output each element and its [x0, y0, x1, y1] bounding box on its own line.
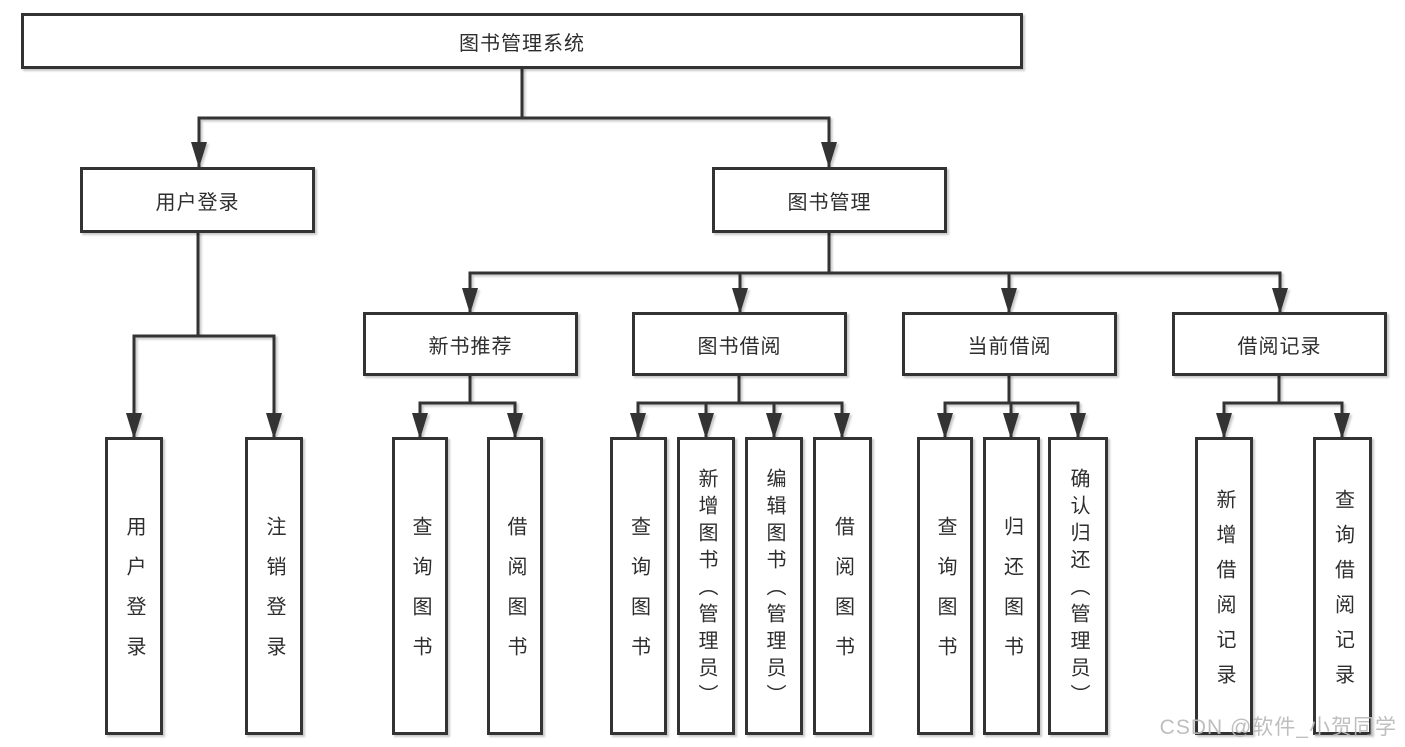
node-confirm-return-admin-label: 确认归还（管理员）	[1067, 468, 1089, 711]
arrowheads	[126, 142, 1350, 439]
node-new-book-recommend-label: 新书推荐	[428, 335, 513, 358]
node-current-borrowing-label: 当前借阅	[967, 335, 1052, 358]
node-current-borrowing: 当前借阅	[902, 312, 1117, 376]
node-query-books-recommend-label: 查询图书	[409, 516, 431, 676]
node-book-management-label: 图书管理	[787, 191, 872, 214]
node-edit-books-admin: 编辑图书（管理员）	[745, 437, 803, 735]
node-query-books-borrow-label: 查询图书	[627, 516, 650, 676]
watermark: CSDN @软件_小贺同学	[1159, 716, 1397, 739]
node-query-books-current: 查询图书	[917, 437, 973, 735]
node-add-borrow-record: 新增借阅记录	[1195, 437, 1253, 735]
node-query-books-current-label: 查询图书	[934, 516, 956, 676]
node-logout-label: 注销登录	[263, 516, 285, 676]
node-borrow-books-label: 借阅图书	[831, 516, 854, 676]
node-confirm-return-admin: 确认归还（管理员）	[1048, 437, 1108, 735]
node-add-books-admin-label: 新增图书（管理员）	[695, 468, 717, 711]
node-borrow-books-recommend-label: 借阅图书	[504, 516, 526, 676]
node-new-book-recommend: 新书推荐	[363, 312, 578, 376]
node-user-login: 用户登录	[80, 167, 315, 233]
node-borrowing-records: 借阅记录	[1172, 312, 1387, 376]
node-query-books-recommend: 查询图书	[392, 437, 448, 735]
node-logout: 注销登录	[245, 437, 303, 735]
node-add-books-admin: 新增图书（管理员）	[677, 437, 735, 735]
node-borrow-books: 借阅图书	[813, 437, 872, 735]
node-add-borrow-record-label: 新增借阅记录	[1213, 488, 1235, 699]
node-book-borrowing-label: 图书借阅	[697, 335, 782, 358]
node-book-management: 图书管理	[712, 167, 947, 233]
node-borrow-books-recommend: 借阅图书	[487, 437, 543, 735]
node-borrowing-records-label: 借阅记录	[1237, 335, 1322, 358]
node-return-books-label: 归还图书	[1000, 516, 1023, 676]
node-user-login-label: 用户登录	[155, 191, 240, 214]
node-return-books: 归还图书	[983, 437, 1040, 735]
node-book-borrowing: 图书借阅	[632, 312, 847, 376]
node-library-system-label: 图书管理系统	[459, 32, 585, 55]
node-login: 用户登录	[105, 437, 163, 735]
node-query-borrow-record: 查询借阅记录	[1313, 437, 1372, 735]
node-library-system: 图书管理系统	[21, 13, 1023, 69]
node-edit-books-admin-label: 编辑图书（管理员）	[763, 468, 785, 711]
node-login-label: 用户登录	[123, 516, 145, 676]
node-query-books-borrow: 查询图书	[610, 437, 667, 735]
node-query-borrow-record-label: 查询借阅记录	[1331, 488, 1354, 699]
